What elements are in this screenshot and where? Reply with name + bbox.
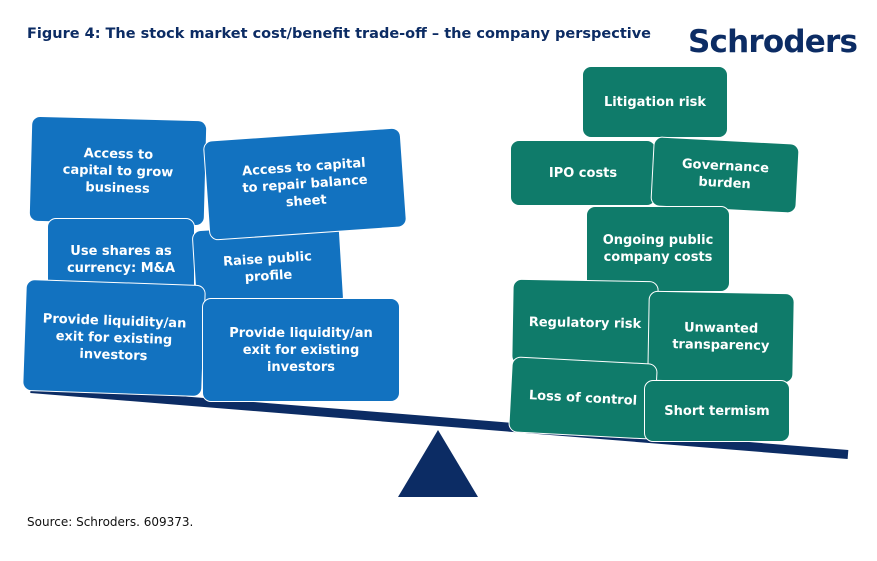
source-note: Source: Schroders. 609373. (27, 515, 194, 529)
seesaw-fulcrum (398, 430, 478, 497)
benefit-block-repair-balance-sheet: Access to capital to repair balance shee… (202, 127, 408, 241)
benefit-block-grow-business: Access to capital to grow business (28, 115, 208, 227)
figure-title: Figure 4: The stock market cost/benefit … (27, 26, 652, 42)
schroders-logo: Schroders (688, 24, 858, 60)
cost-block-governance-burden: Governance burden (650, 136, 800, 214)
cost-block-regulatory-risk: Regulatory risk (511, 278, 659, 368)
benefit-block-liquidity-exit-right: Provide liquidity/an exit for existing i… (202, 298, 400, 402)
cost-block-ipo-costs: IPO costs (510, 140, 656, 206)
cost-block-unwanted-transparency: Unwanted transparency (647, 290, 795, 384)
benefit-block-liquidity-exit-left: Provide liquidity/an exit for existing i… (22, 278, 206, 398)
cost-block-ongoing-public-company-costs: Ongoing public company costs (586, 206, 730, 292)
cost-block-loss-of-control: Loss of control (508, 356, 658, 440)
cost-block-litigation-risk: Litigation risk (582, 66, 728, 138)
cost-block-short-termism: Short termism (644, 380, 790, 442)
